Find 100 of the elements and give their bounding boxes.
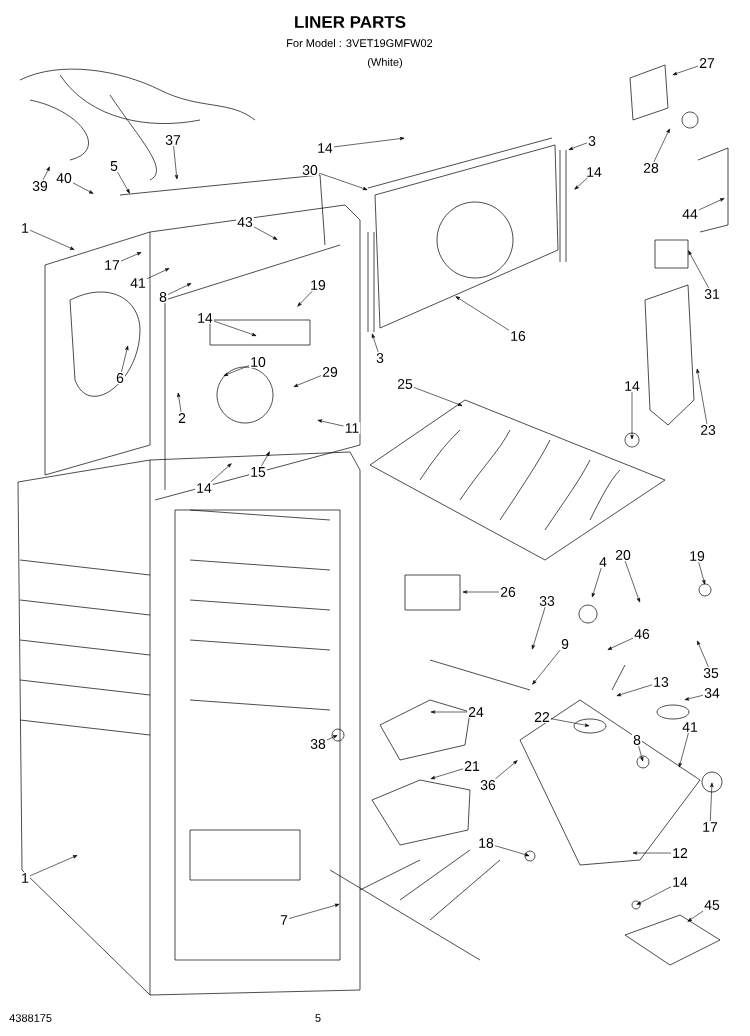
callout-number: 24 — [467, 706, 485, 718]
callout-number: 25 — [396, 378, 414, 390]
callout-number: 14 — [585, 166, 603, 178]
callout-number: 28 — [642, 162, 660, 174]
callout-number: 14 — [196, 312, 214, 324]
callout-number: 26 — [499, 586, 517, 598]
leader-line — [531, 606, 546, 650]
leader-line — [413, 387, 463, 406]
callout-number: 22 — [533, 711, 551, 723]
leader-line — [261, 451, 270, 467]
leader-line — [210, 463, 232, 483]
callout-number: 29 — [321, 366, 339, 378]
callout-number: 34 — [703, 687, 721, 699]
leader-line — [173, 145, 179, 180]
leader-line — [653, 128, 670, 163]
callout-number: 17 — [701, 821, 719, 833]
leader-line — [688, 250, 709, 289]
note-text: 5 — [315, 1014, 321, 1022]
callout-number: 1 — [20, 872, 30, 884]
leader-line — [29, 229, 75, 250]
callout-number: 44 — [681, 208, 699, 220]
leader-line — [430, 710, 468, 714]
callout-number: 41 — [129, 277, 147, 289]
callout-number: 4 — [598, 556, 608, 568]
callout-number: 46 — [633, 628, 651, 640]
callout-number: 39 — [31, 180, 49, 192]
leader-line — [684, 694, 704, 701]
leader-line — [326, 735, 338, 741]
leader-line — [532, 649, 561, 685]
note-text: For Model : 3VET19GMFW02 — [287, 38, 433, 48]
callout-number: 11 — [343, 422, 361, 434]
callout-number: 12 — [671, 847, 689, 859]
leader-line — [550, 718, 590, 727]
callout-number: 8 — [158, 291, 168, 303]
callout-number: 14 — [316, 142, 334, 154]
leader-line — [72, 182, 94, 194]
callout-number: 40 — [55, 172, 73, 184]
callout-number: 8 — [632, 734, 642, 746]
callout-number: 33 — [538, 595, 556, 607]
page-title: LINER PARTS — [295, 16, 406, 29]
leader-line — [455, 296, 510, 331]
leader-line — [117, 171, 130, 194]
leader-line — [591, 567, 602, 598]
leader-line — [687, 910, 704, 922]
callout-number: 43 — [236, 216, 254, 228]
callout-number: 27 — [698, 57, 716, 69]
callout-number: 19 — [309, 279, 327, 291]
leader-line — [678, 732, 689, 768]
callout-number: 38 — [309, 738, 327, 750]
callout-number: 13 — [652, 676, 670, 688]
callout-number: 16 — [509, 330, 527, 342]
leader-line — [636, 886, 672, 905]
leader-line — [709, 782, 714, 822]
callout-number: 30 — [301, 164, 319, 176]
callout-number: 17 — [103, 259, 121, 271]
callout-number: 15 — [249, 466, 267, 478]
callout-number: 6 — [115, 372, 125, 384]
leader-line — [607, 637, 634, 650]
leader-line — [630, 391, 634, 440]
leader-line — [297, 290, 313, 307]
callout-number: 45 — [703, 899, 721, 911]
callout-number: 7 — [279, 914, 289, 926]
leader-line — [624, 560, 640, 603]
leader-line — [120, 252, 142, 262]
callout-number: 21 — [463, 760, 481, 772]
leader-line — [632, 851, 672, 855]
leader-line — [167, 283, 192, 295]
leader-line — [495, 760, 518, 780]
leader-line — [318, 172, 368, 190]
callout-number: 5 — [109, 160, 119, 172]
leader-line — [213, 320, 257, 336]
callout-number: 14 — [671, 876, 689, 888]
callout-number: 9 — [560, 638, 570, 650]
leader-line — [696, 368, 708, 425]
callout-number: 10 — [249, 356, 267, 368]
leader-line — [371, 333, 379, 353]
callout-number: 2 — [177, 412, 187, 424]
leader-line — [253, 226, 278, 240]
callout-number: 37 — [164, 134, 182, 146]
leader-line — [462, 590, 500, 594]
leader-line — [672, 65, 699, 75]
callout-number: 36 — [479, 779, 497, 791]
callout-number: 18 — [477, 837, 495, 849]
leader-line — [616, 684, 653, 697]
callout-number: 20 — [614, 549, 632, 561]
leader-line — [293, 375, 322, 387]
leader-line — [430, 768, 464, 780]
callout-number: 41 — [681, 721, 699, 733]
callout-number: 23 — [699, 424, 717, 436]
note-text: 4388175 — [9, 1014, 52, 1022]
leader-line — [146, 268, 170, 280]
leader-line — [638, 745, 644, 762]
leader-line — [177, 392, 182, 413]
leader-line — [42, 166, 50, 181]
leader-line — [494, 845, 530, 857]
leader-line — [223, 365, 250, 376]
leader-line — [568, 142, 588, 150]
leader-line — [288, 903, 340, 919]
leader-line — [29, 855, 78, 877]
leader-line — [574, 177, 588, 190]
